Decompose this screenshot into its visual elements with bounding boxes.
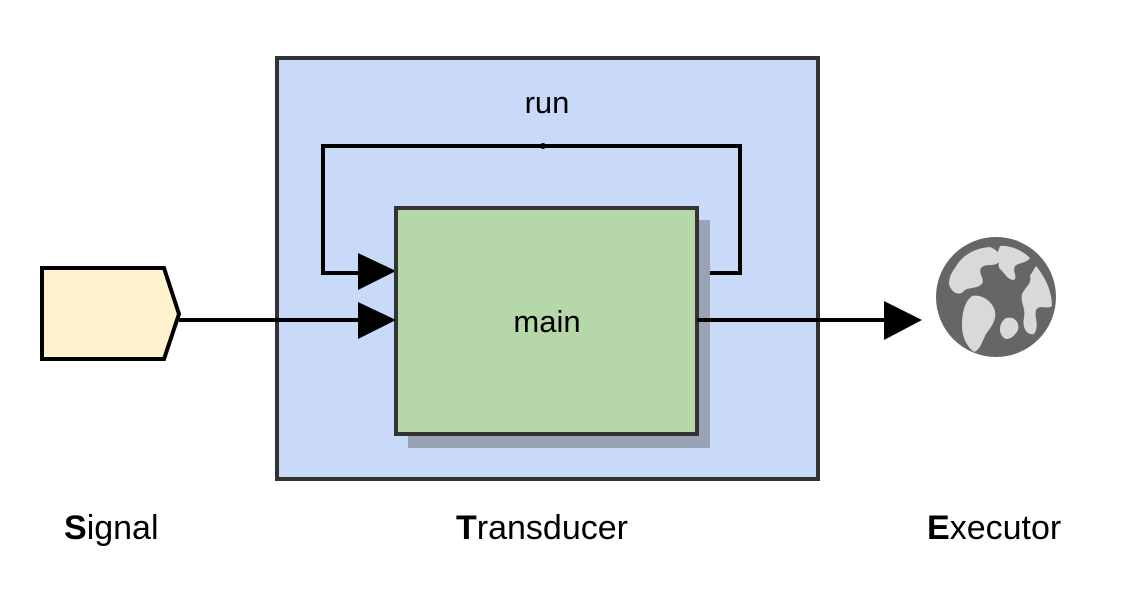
executor-label-initial: E [927,509,950,547]
main-to-executor-arrowhead [884,301,922,340]
executor-label-rest: xecutor [949,509,1062,547]
run-loop-line [321,144,742,275]
run-label: run [524,85,570,120]
signal-label-rest: ignal [86,509,159,547]
transducer-label: Transducer [456,511,628,545]
signal-shape [40,266,182,361]
executor-label: Executor [927,511,1061,545]
run-loop-arrowhead [358,253,396,290]
main-label: main [513,304,581,339]
main-box [394,206,699,436]
signal-label: Signal [64,511,159,545]
signal-label-initial: S [64,509,87,547]
globe-icon [936,237,1056,357]
transducer-label-initial: T [456,509,477,547]
transducer-label-rest: ransducer [476,509,628,547]
signal-to-main-arrowhead [358,302,396,339]
run-loop-dot [540,143,546,149]
